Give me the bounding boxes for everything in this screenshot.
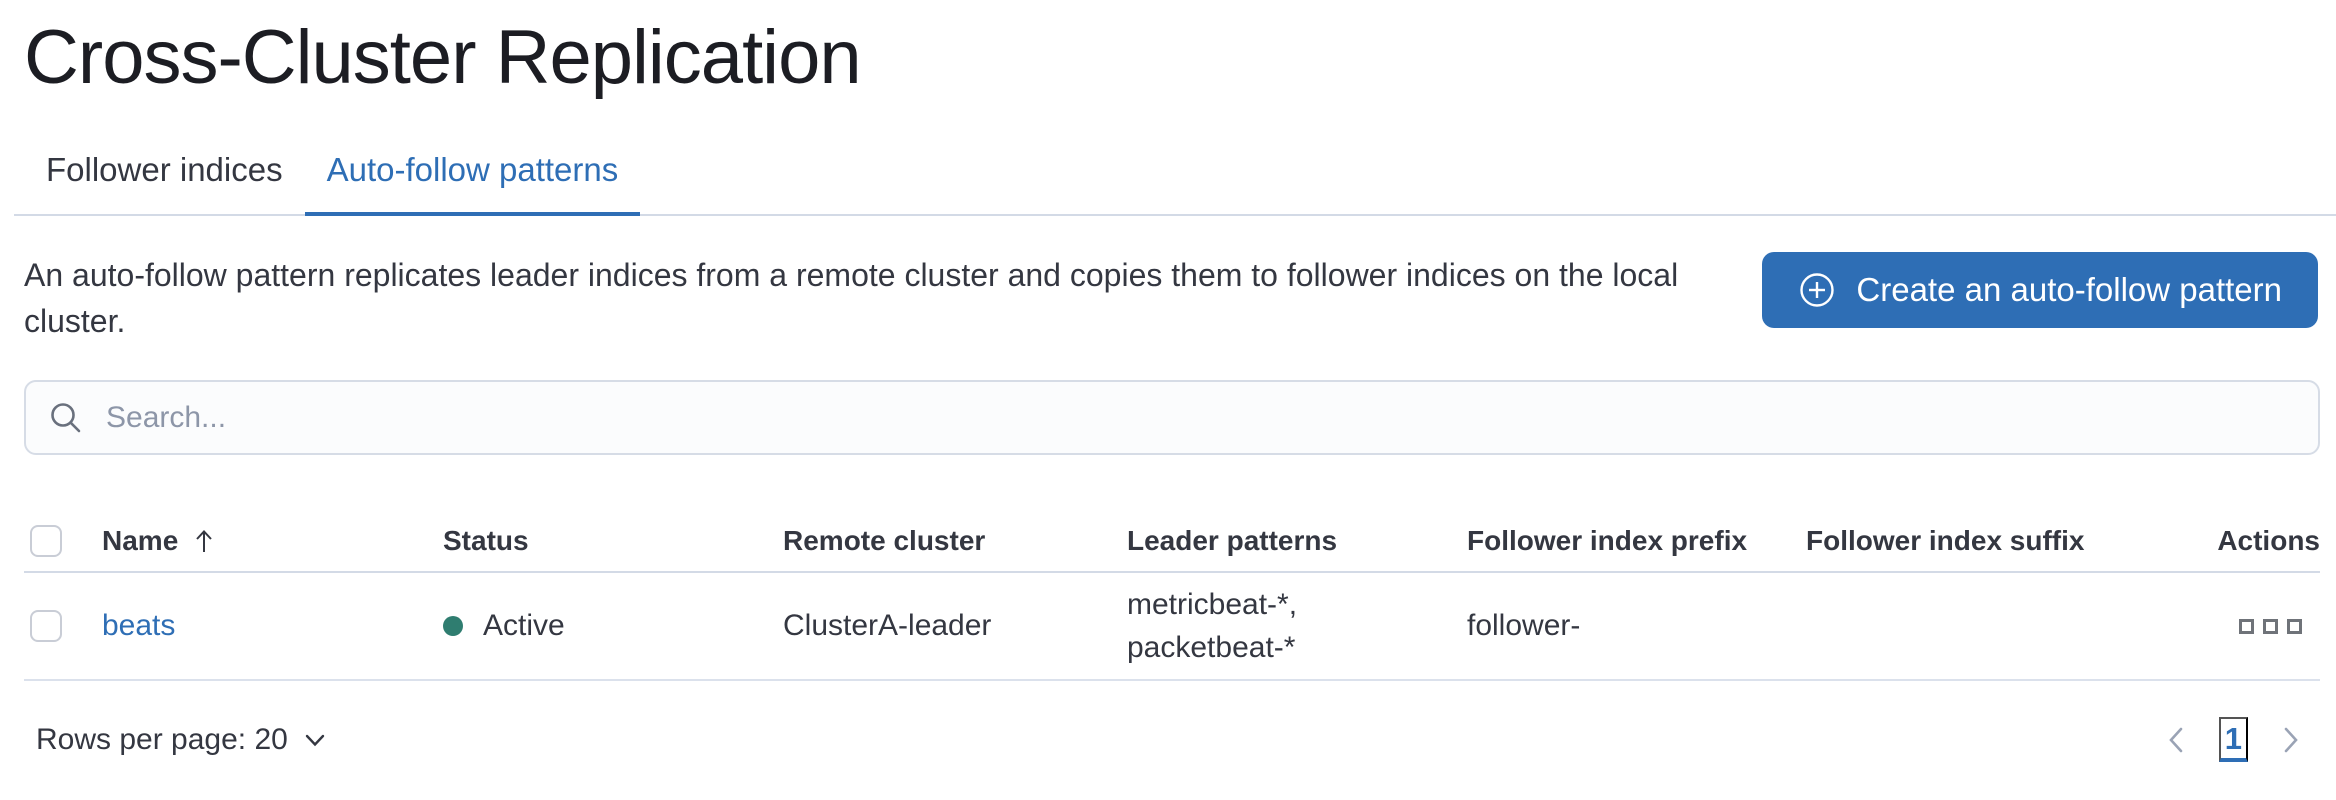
actions-cell — [2200, 613, 2320, 640]
column-header-status: Status — [443, 525, 529, 556]
column-header-name[interactable]: Name — [102, 525, 443, 557]
search-bar — [24, 380, 2320, 455]
column-header-remote-cluster: Remote cluster — [783, 525, 986, 556]
tab-auto-follow-patterns[interactable]: Auto-follow patterns — [304, 148, 641, 216]
select-all-checkbox[interactable] — [30, 525, 62, 557]
chevron-down-icon — [302, 727, 328, 753]
page-1-button[interactable]: 1 — [2218, 717, 2248, 762]
plus-in-circle-icon — [1798, 271, 1836, 309]
follower-index-prefix-cell: follower- — [1467, 609, 1581, 642]
box-icon — [2287, 618, 2302, 634]
row-checkbox-cell — [24, 610, 102, 642]
tab-bar: Follower indices Auto-follow patterns — [14, 148, 2336, 216]
status-cell: Active — [443, 609, 783, 643]
search-icon — [48, 400, 84, 436]
leader-pattern-line: packetbeat-* — [1127, 631, 1296, 664]
rows-per-page-label: Rows per page: 20 — [36, 722, 288, 756]
table-header-row: Name Status Remote cluster Leader patter… — [24, 511, 2320, 573]
chevron-left-icon — [2161, 723, 2193, 757]
box-icon — [2239, 618, 2254, 634]
rows-per-page-button[interactable]: Rows per page: 20 — [36, 723, 328, 757]
select-all-checkbox-cell — [24, 525, 102, 557]
remote-cluster-cell: ClusterA-leader — [783, 609, 992, 642]
tab-follower-indices[interactable]: Follower indices — [24, 148, 305, 216]
section-header: An auto-follow pattern replicates leader… — [24, 252, 2320, 344]
previous-page-button[interactable] — [2161, 723, 2193, 757]
column-header-actions: Actions — [2217, 525, 2320, 556]
name-cell: beats — [102, 609, 443, 643]
next-page-button[interactable] — [2274, 723, 2306, 757]
auto-follow-patterns-table: Name Status Remote cluster Leader patter… — [24, 511, 2320, 681]
status-label: Active — [483, 609, 565, 642]
chevron-right-icon — [2274, 723, 2306, 757]
pagination: 1 — [2161, 717, 2306, 762]
leader-pattern-line: metricbeat-*, — [1127, 588, 1298, 621]
status-active-dot-icon — [443, 616, 463, 636]
page-title: Cross-Cluster Replication — [24, 15, 862, 100]
cross-cluster-replication-page: Cross-Cluster Replication Follower indic… — [14, 15, 2336, 762]
column-header-leader-patterns: Leader patterns — [1127, 525, 1338, 556]
create-button-label: Create an auto-follow pattern — [1856, 271, 2282, 308]
sort-ascending-icon — [190, 527, 218, 555]
create-auto-follow-pattern-button[interactable]: Create an auto-follow pattern — [1762, 252, 2318, 328]
search-input[interactable] — [106, 400, 2296, 435]
table-row: beats Active ClusterA-leader metricbeat-… — [24, 573, 2320, 681]
column-header-follower-index-prefix: Follower index prefix — [1467, 525, 1748, 556]
column-header-name-label: Name — [102, 525, 179, 556]
table-footer: Rows per page: 20 1 — [24, 717, 2320, 762]
section-description: An auto-follow pattern replicates leader… — [24, 257, 1679, 339]
box-icon — [2263, 618, 2278, 634]
pattern-name-link[interactable]: beats — [102, 609, 176, 642]
column-header-follower-index-suffix: Follower index suffix — [1806, 525, 2085, 556]
row-actions-menu-icon[interactable] — [2239, 613, 2302, 640]
row-checkbox[interactable] — [30, 610, 62, 642]
leader-patterns-cell: metricbeat-*, packetbeat-* — [1127, 583, 1467, 669]
